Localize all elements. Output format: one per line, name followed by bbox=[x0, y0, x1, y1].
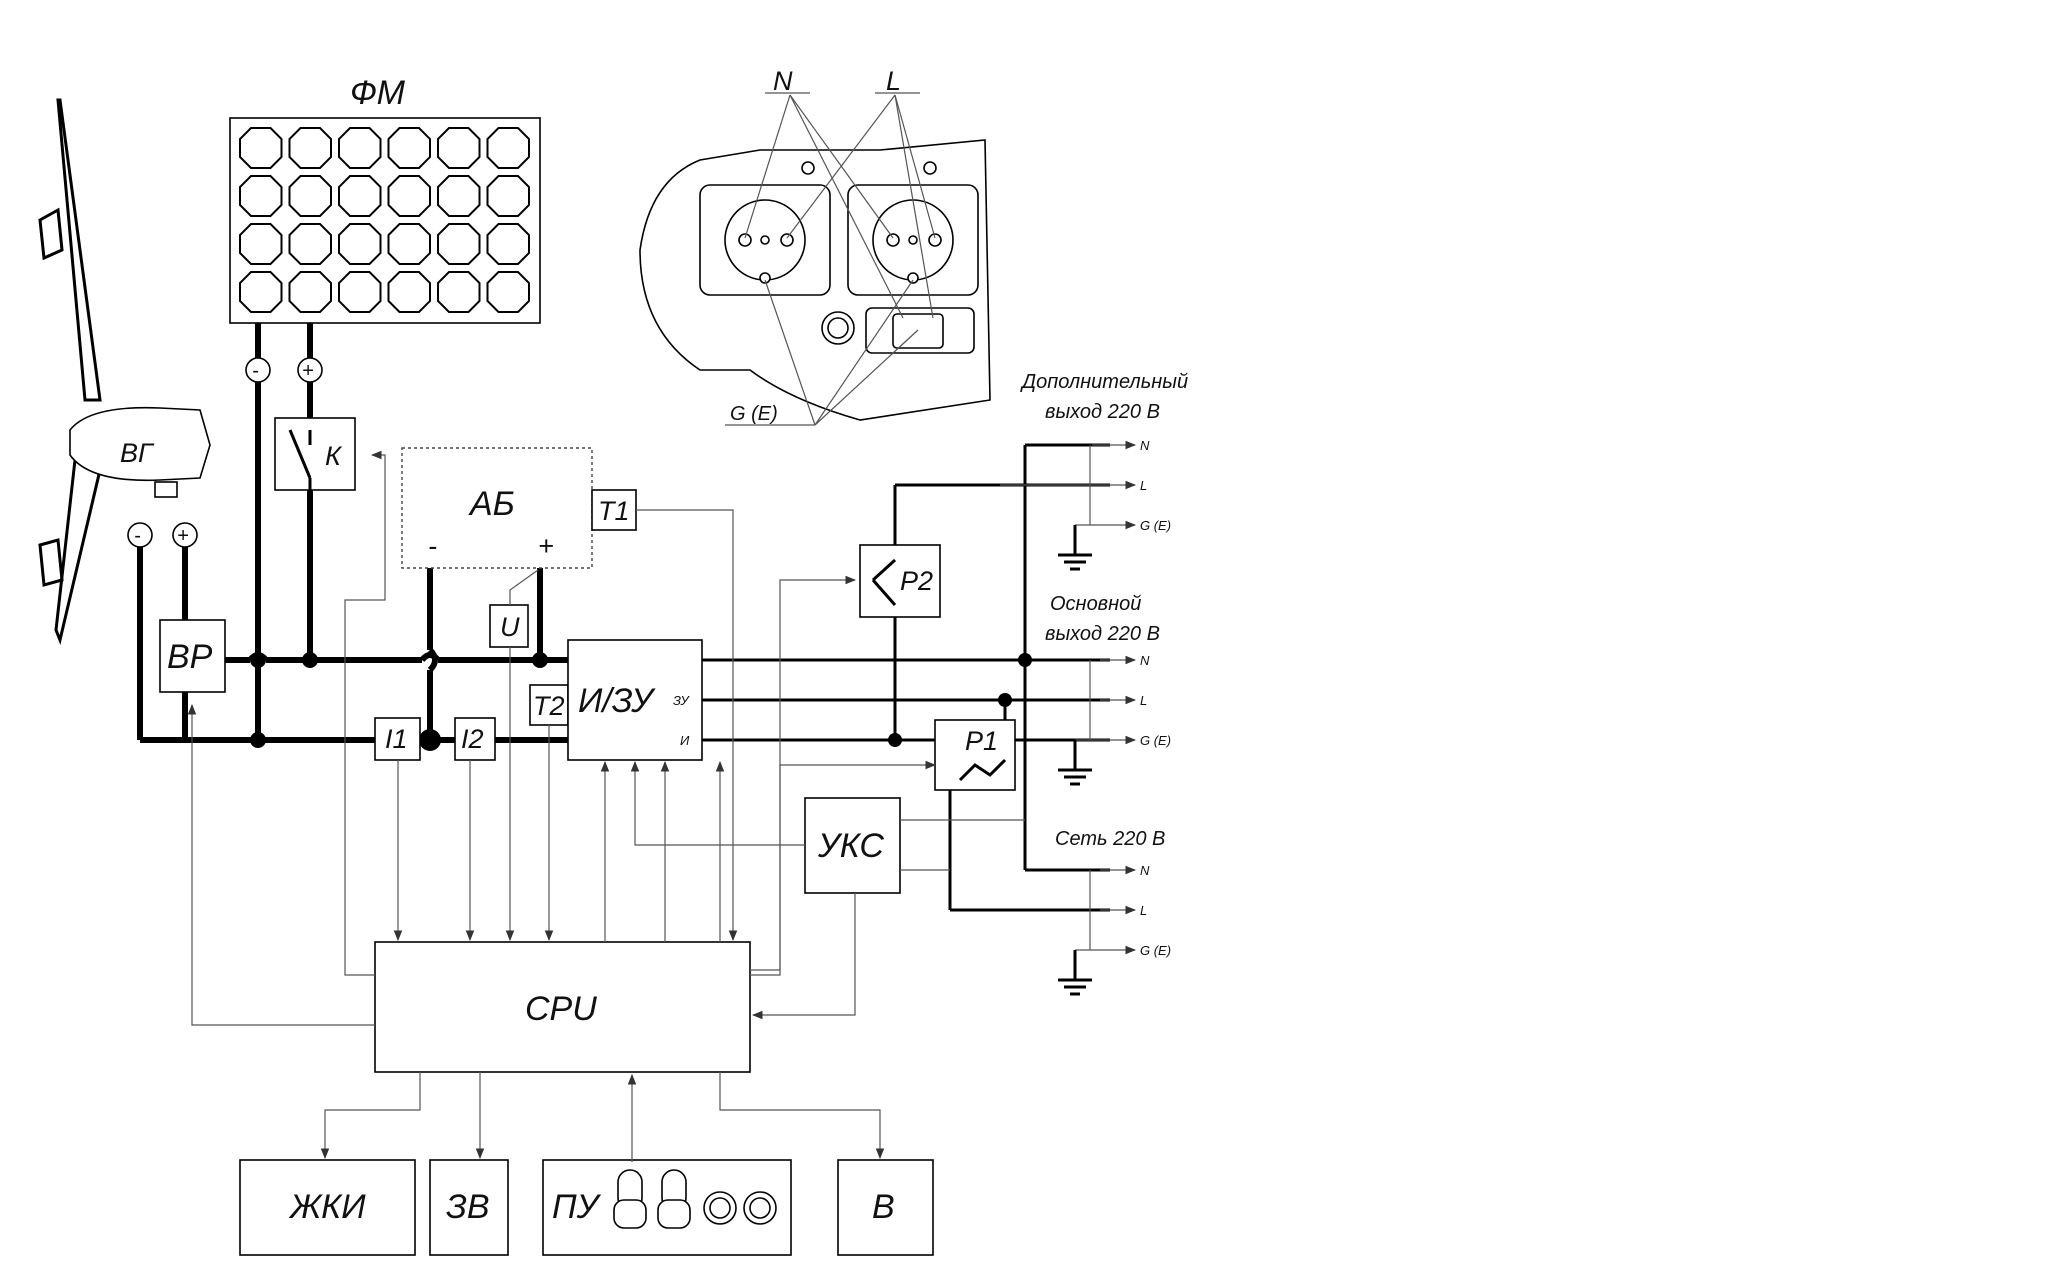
solar-cell bbox=[486, 223, 530, 265]
extra-n: N bbox=[1140, 438, 1150, 453]
v-label: В bbox=[872, 1188, 895, 1226]
ab-minus: - bbox=[428, 531, 437, 561]
ab-label: АБ bbox=[468, 485, 515, 523]
block-t2: Т2 bbox=[529, 684, 569, 726]
socket-panel: N L G (E) bbox=[639, 66, 991, 426]
solar-cell bbox=[239, 127, 283, 169]
extra-output: Дополнительный выход 220 В N L G (E) bbox=[1000, 371, 1188, 571]
t1-label: Т1 bbox=[598, 496, 630, 526]
block-i2: I2 bbox=[454, 717, 496, 761]
p1-label: P1 bbox=[965, 726, 998, 756]
extra-g: G (E) bbox=[1140, 518, 1171, 533]
main-output-line2: выход 220 В bbox=[1045, 623, 1160, 645]
block-v: В bbox=[837, 1159, 934, 1256]
block-iz: И/ЗУ ЗУ И bbox=[567, 639, 703, 761]
vg-label: ВГ bbox=[120, 438, 155, 468]
block-ab: АБ - + bbox=[401, 447, 593, 569]
block-vr: ВР bbox=[159, 619, 226, 693]
block-pu: ПУ bbox=[542, 1159, 792, 1256]
wind-generator: ВГ bbox=[38, 98, 211, 645]
signal-lines bbox=[187, 450, 1025, 1162]
solar-cell bbox=[288, 127, 332, 169]
solar-cells bbox=[239, 127, 530, 313]
solar-cell bbox=[288, 271, 332, 313]
solar-cell bbox=[338, 271, 382, 313]
socket-l-label: L bbox=[886, 66, 901, 96]
block-zv: ЗВ bbox=[429, 1159, 509, 1256]
uks-label: УКС bbox=[817, 827, 884, 865]
polarity-markers: - + - + bbox=[127, 357, 323, 548]
grid-label: Сеть 220 В bbox=[1055, 828, 1165, 850]
solar-cell bbox=[239, 175, 283, 217]
solar-cell bbox=[387, 127, 431, 169]
main-g: G (E) bbox=[1140, 733, 1171, 748]
block-u: U bbox=[489, 604, 529, 648]
power-bus bbox=[137, 323, 1110, 912]
main-l: L bbox=[1140, 693, 1147, 708]
solar-cell bbox=[437, 127, 481, 169]
main-output: Основной выход 220 В N L G (E) bbox=[1045, 593, 1171, 786]
block-p1: P1 bbox=[934, 719, 1016, 791]
solar-cell bbox=[387, 271, 431, 313]
solar-cell bbox=[486, 127, 530, 169]
cpu-label: CPU bbox=[525, 990, 597, 1028]
grid-input: Сеть 220 В N L G (E) bbox=[1055, 828, 1171, 996]
main-output-line1: Основной bbox=[1050, 593, 1141, 615]
solar-cell bbox=[387, 223, 431, 265]
solar-cell bbox=[437, 271, 481, 313]
solar-cell bbox=[288, 175, 332, 217]
fm-minus: - bbox=[252, 360, 259, 382]
junction-dots bbox=[250, 652, 1032, 751]
fm-plus: + bbox=[302, 360, 314, 382]
p2-label: P2 bbox=[900, 566, 933, 596]
solar-cell bbox=[288, 223, 332, 265]
solar-cell bbox=[486, 175, 530, 217]
block-zhki: ЖКИ bbox=[239, 1159, 416, 1256]
block-t1: Т1 bbox=[591, 489, 637, 531]
ab-plus: + bbox=[538, 531, 554, 561]
socket-n-label: N bbox=[773, 66, 793, 96]
solar-cell bbox=[387, 175, 431, 217]
extra-l: L bbox=[1140, 478, 1147, 493]
block-k: К bbox=[274, 417, 356, 491]
block-uks: УКС bbox=[804, 797, 901, 894]
grid-n: N bbox=[1140, 863, 1150, 878]
u-label: U bbox=[500, 612, 520, 642]
solar-cell bbox=[239, 271, 283, 313]
pu-label: ПУ bbox=[552, 1188, 602, 1226]
k-label: К bbox=[325, 441, 343, 471]
iz-label: И/ЗУ bbox=[578, 682, 656, 720]
vg-plus: + bbox=[177, 525, 189, 547]
solar-cell bbox=[338, 175, 382, 217]
block-i1: I1 bbox=[374, 717, 421, 761]
iz-zu-label: ЗУ bbox=[673, 693, 690, 708]
block-cpu: CPU bbox=[374, 941, 751, 1073]
solar-cell bbox=[239, 223, 283, 265]
vg-minus: - bbox=[134, 525, 141, 547]
fm-label: ФМ bbox=[350, 74, 406, 112]
vr-label: ВР bbox=[167, 638, 213, 676]
grid-g: G (E) bbox=[1140, 943, 1171, 958]
zhki-label: ЖКИ bbox=[288, 1188, 366, 1226]
solar-cell bbox=[486, 271, 530, 313]
extra-output-line2: выход 220 В bbox=[1045, 401, 1160, 423]
main-n: N bbox=[1140, 653, 1150, 668]
solar-module: ФМ bbox=[229, 74, 541, 324]
zv-label: ЗВ bbox=[446, 1188, 490, 1226]
solar-cell bbox=[437, 223, 481, 265]
i1-label: I1 bbox=[385, 724, 408, 754]
block-p2: P2 bbox=[859, 544, 941, 618]
solar-cell bbox=[437, 175, 481, 217]
grid-l: L bbox=[1140, 903, 1147, 918]
solar-cell bbox=[338, 223, 382, 265]
solar-cell bbox=[338, 127, 382, 169]
extra-output-line1: Дополнительный bbox=[1020, 371, 1188, 393]
t2-label: Т2 bbox=[533, 691, 565, 721]
iz-i-label: И bbox=[680, 733, 690, 748]
i2-label: I2 bbox=[461, 724, 484, 754]
socket-g-label: G (E) bbox=[730, 403, 778, 425]
